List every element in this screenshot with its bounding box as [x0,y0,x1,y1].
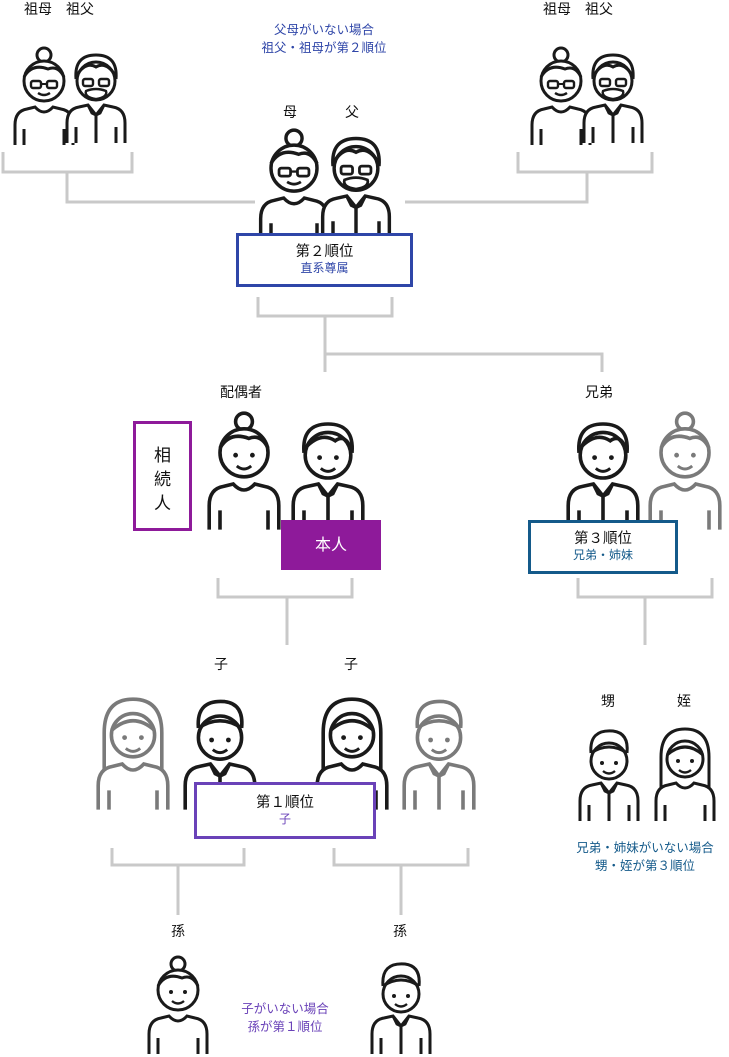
person-boy-icon [580,731,638,821]
rank-3-box: 第３順位 兄弟・姉妹 [528,520,678,574]
heir-char-3: 人 [154,494,171,514]
label-nephew: 甥 [601,694,615,710]
person-boy-icon [372,964,430,1054]
heir-char-2: 続 [154,470,171,490]
connector-lines [1,152,714,915]
note-grandchildren: 子がいない場合 孫が第１順位 [225,1000,345,1036]
label-mother: 母 [283,105,297,121]
person-male-beard-icon [584,55,642,143]
rank-3-subtitle: 兄弟・姉妹 [572,548,633,562]
label-grandchild-1: 孫 [171,924,185,940]
rank-3-title: 第３順位 [574,531,632,547]
person-male-icon [293,424,363,530]
person-female-icon [209,413,279,529]
person-female-glasses-icon [261,130,328,242]
heir-label-box: 相 続 人 [133,421,192,531]
heir-char-1: 相 [154,446,171,466]
rank-1-subtitle: 子 [278,812,291,826]
person-female-glasses-icon [15,48,73,145]
person-male-beard-icon [67,55,125,143]
person-girl-icon [98,699,168,809]
rank-2-subtitle: 直系尊属 [300,261,349,275]
note-grandchildren-line-2: 孫が第１順位 [247,1019,323,1034]
person-girl-icon [656,729,714,821]
label-sibling: 兄弟 [585,385,613,401]
label-grandparents-right: 祖母 祖父 [543,2,613,18]
note-grandparents-line-2: 祖父・祖母が第２順位 [261,40,387,55]
note-grandchildren-line-1: 子がいない場合 [241,1001,329,1016]
note-nephews-line-1: 兄弟・姉妹がいない場合 [576,840,714,855]
person-female-glasses-icon [532,48,590,145]
person-girl-icon [149,957,207,1054]
label-grandparents-left: 祖母 祖父 [24,2,94,18]
rank-1-title: 第１順位 [256,795,314,811]
person-male-beard-icon [323,139,390,240]
label-father: 父 [345,105,359,121]
label-spouse: 配偶者 [220,385,262,401]
note-grandparents-line-1: 父母がいない場合 [273,22,374,37]
note-nephews-line-2: 甥・姪が第３順位 [594,858,695,873]
note-nephews: 兄弟・姉妹がいない場合 甥・姪が第３順位 [560,839,729,875]
person-female-icon [650,413,720,529]
rank-2-title: 第２順位 [295,244,354,260]
rank-2-box: 第２順位 直系尊属 [236,233,413,287]
self-badge: 本人 [281,520,381,570]
person-male-icon [568,424,638,530]
label-grandchild-2: 孫 [393,924,407,940]
note-grandparents: 父母がいない場合 祖父・祖母が第２順位 [239,21,409,57]
label-child-1: 子 [214,657,228,673]
rank-1-box: 第１順位 子 [194,782,376,839]
label-child-2: 子 [344,657,358,673]
label-niece: 姪 [677,694,691,710]
person-boy-icon [404,701,474,809]
